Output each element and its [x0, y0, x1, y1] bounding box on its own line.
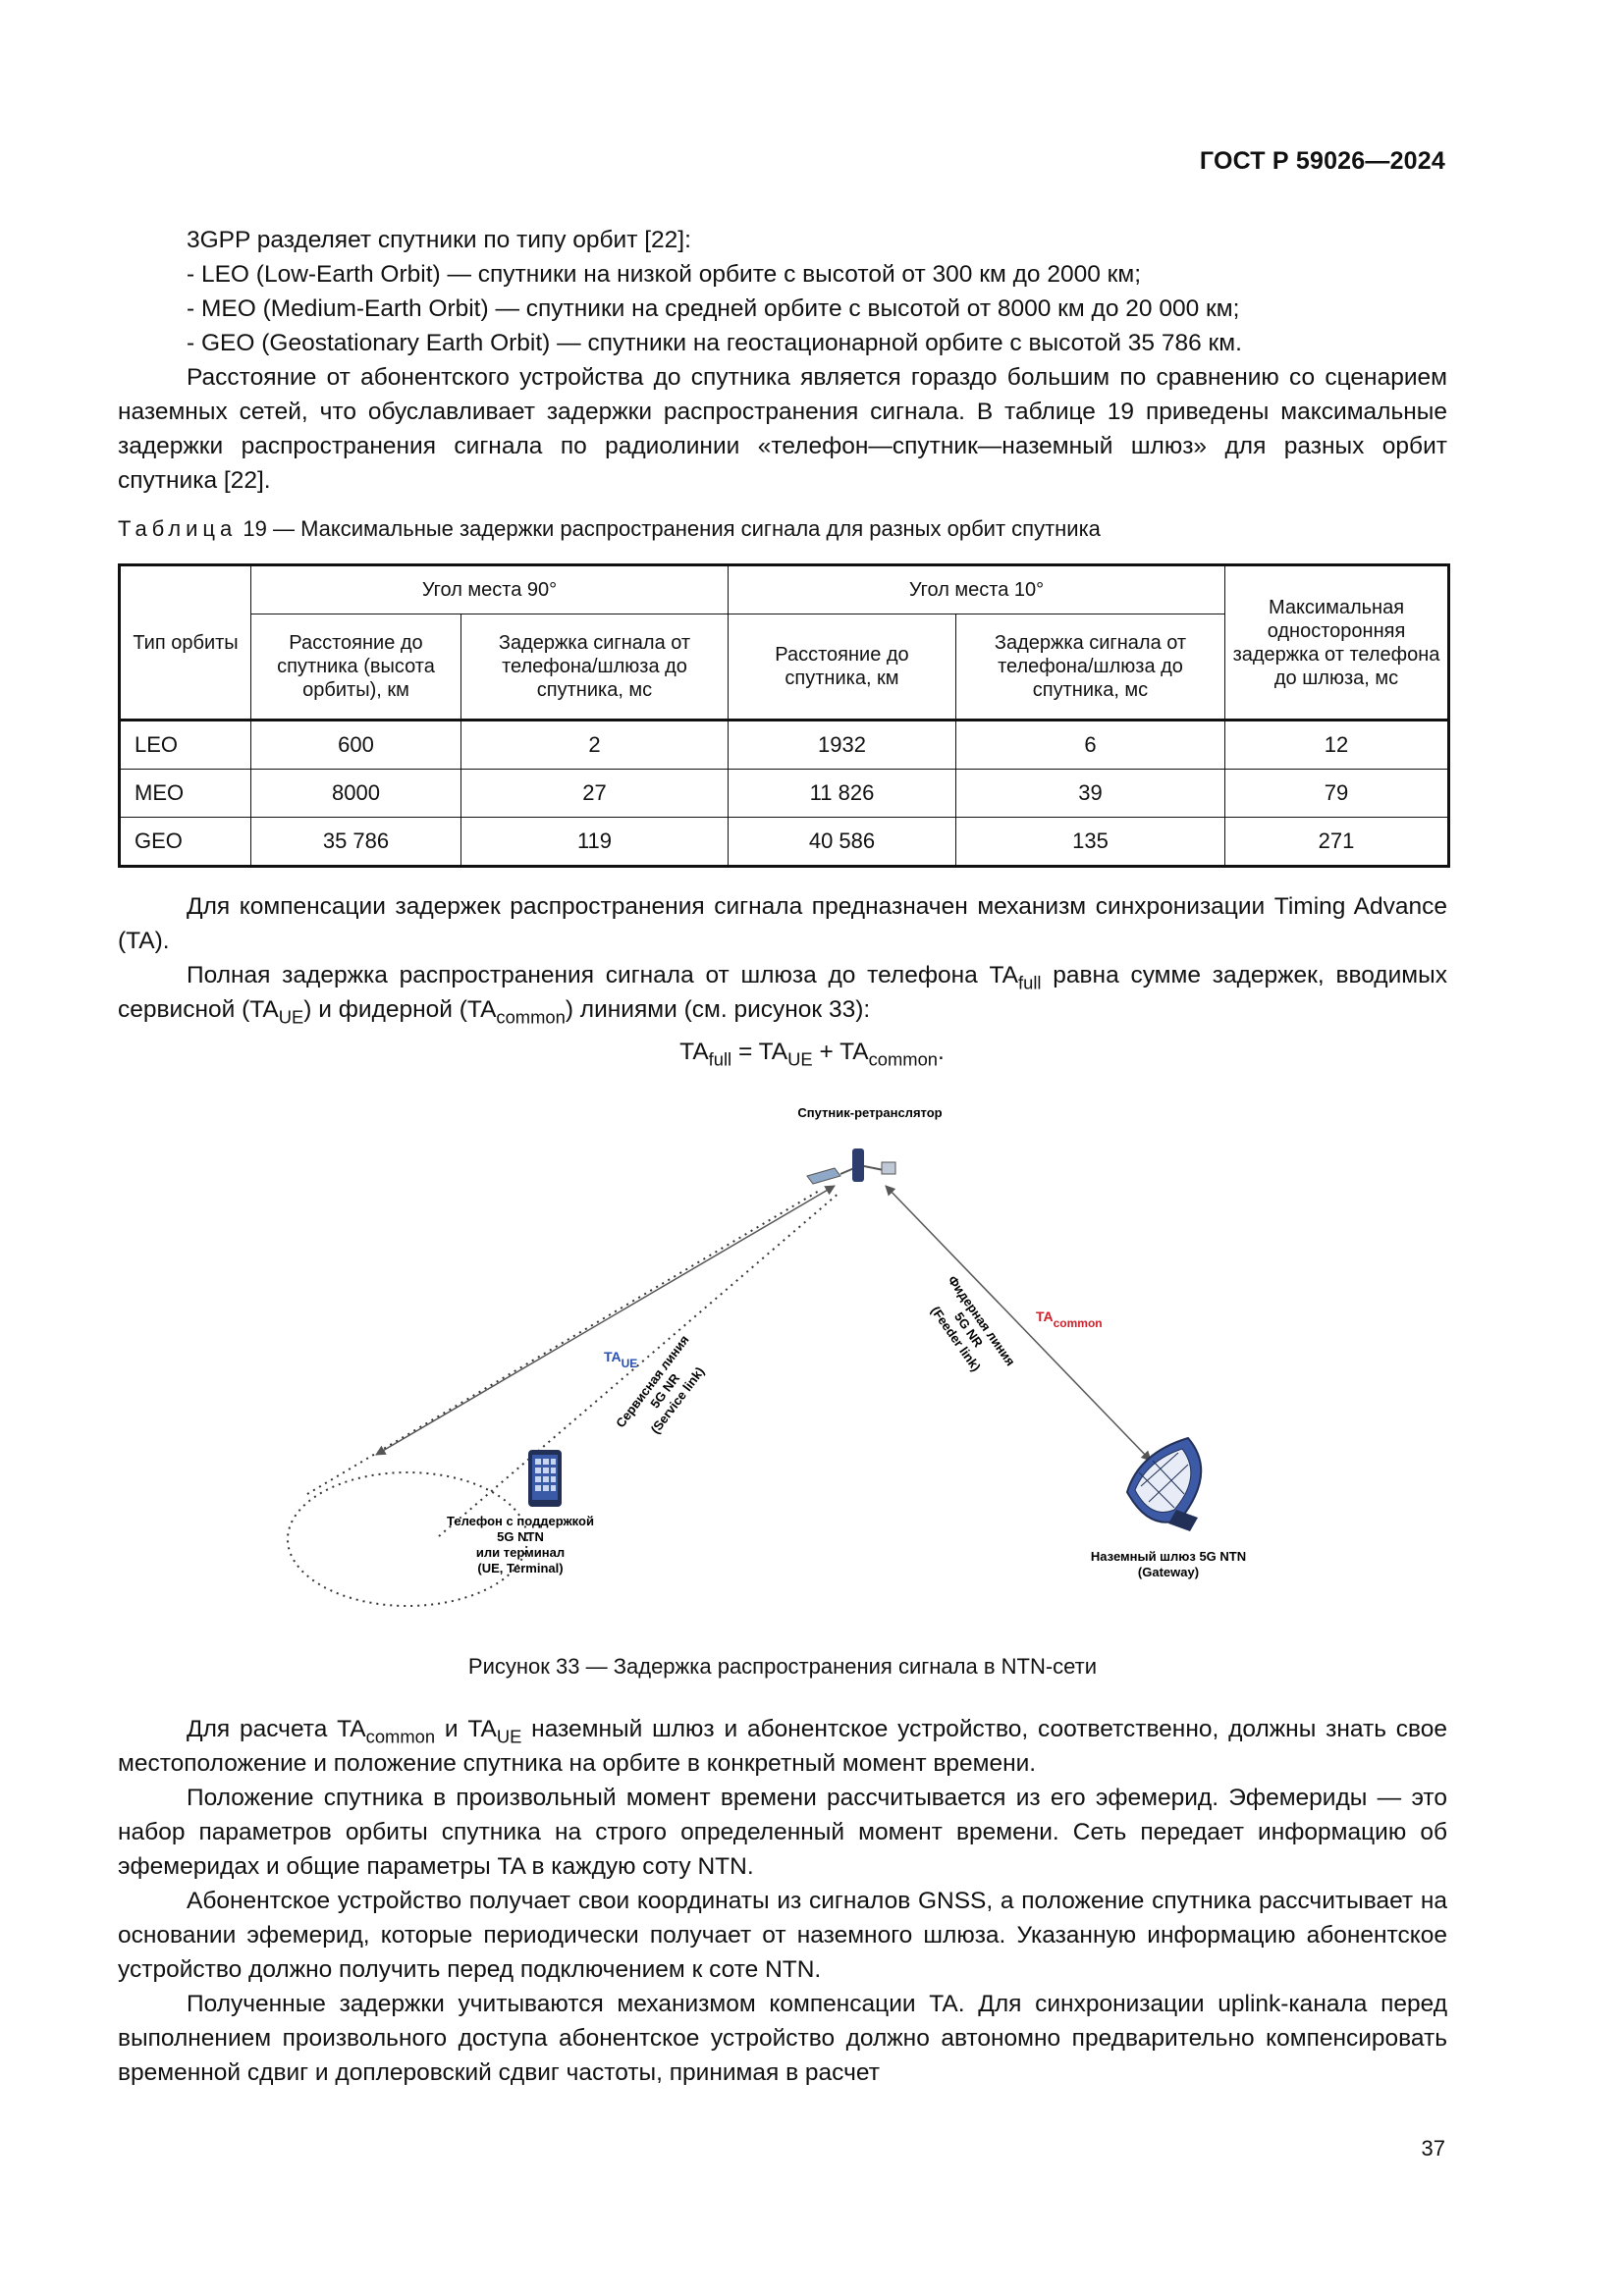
- cell-dist10: 40 586: [728, 817, 956, 867]
- text-fragment: + TA: [812, 1039, 869, 1065]
- cell-delay10: 6: [955, 719, 1225, 770]
- ta-ue-label: TAUE: [604, 1349, 637, 1370]
- cell-orbit: LEO: [119, 719, 251, 770]
- ntn-diagram: Спутник-ретранслятор TAUE TAcommon Серви…: [287, 1105, 1246, 1607]
- cell-max: 271: [1224, 817, 1449, 867]
- phone-label: Телефон с поддержкой 5G NTN или терминал…: [447, 1514, 594, 1575]
- table-caption-label: Таблица: [118, 516, 238, 541]
- compensation-paragraph: Полученные задержки учитываются механизм…: [118, 1991, 1447, 2086]
- header-dist-10: Расстояние до спутника, км: [728, 614, 956, 721]
- distance-paragraph: Расстояние от абонентского устройства до…: [118, 364, 1447, 494]
- ta-calc-paragraph: Для расчета TAcommon и TAUE наземный шлю…: [118, 1712, 1447, 1781]
- subscript: UE: [496, 1726, 522, 1747]
- cell-dist90: 8000: [250, 769, 461, 818]
- cell-dist90: 600: [250, 719, 461, 770]
- coverage-left-edge: [306, 1189, 822, 1495]
- table-row: MEO 8000 27 11 826 39 79: [119, 769, 1449, 818]
- phone-icon: [528, 1450, 562, 1507]
- phone-label-line: Телефон с поддержкой: [447, 1514, 594, 1528]
- phone-label-line: (UE, Terminal): [477, 1561, 563, 1575]
- full-delay-paragraph: Полная задержка распространения сигнала …: [118, 958, 1447, 1027]
- document-header: ГОСТ Р 59026—2024: [1199, 147, 1445, 175]
- subscript: common: [868, 1048, 939, 1070]
- header-angle-10: Угол места 10°: [728, 564, 1225, 614]
- subscript: common: [365, 1726, 436, 1747]
- ta-formula: TAfull = TAUE + TAcommon.: [0, 1039, 1624, 1070]
- ta-ue-main: TA: [604, 1349, 622, 1364]
- gateway-label-line: (Gateway): [1138, 1565, 1199, 1579]
- phone-label-line: или терминал: [476, 1545, 565, 1560]
- text-fragment: = TA: [731, 1039, 788, 1065]
- cell-dist10: 11 826: [728, 769, 956, 818]
- gnss-paragraph: Абонентское устройство получает свои коо…: [118, 1888, 1447, 1983]
- subscript: UE: [278, 1006, 304, 1028]
- intro-section: 3GPP разделяет спутники по типу орбит [2…: [118, 223, 1447, 498]
- table-row: LEO 600 2 1932 6 12: [119, 719, 1449, 770]
- text-fragment: Для расчета TA: [187, 1716, 366, 1742]
- subscript: common: [496, 1006, 566, 1028]
- text-fragment: ) и фидерной (TA: [303, 996, 497, 1023]
- table-caption-text: 19 — Максимальные задержки распространен…: [237, 516, 1101, 541]
- satellite-icon: [806, 1148, 896, 1185]
- text-fragment: TA: [679, 1039, 709, 1065]
- figure-caption: Рисунок 33 — Задержка распространения си…: [467, 1654, 1098, 1679]
- cell-orbit: GEO: [119, 817, 251, 867]
- text-fragment: ) линиями (см. рисунок 33):: [565, 996, 871, 1023]
- header-orbit-type: Тип орбиты: [119, 564, 251, 721]
- text-fragment: Полная задержка распространения сигнала …: [187, 962, 1019, 988]
- phone-label-line: 5G NTN: [497, 1529, 544, 1544]
- service-link-line: [375, 1185, 836, 1456]
- delay-table: Тип орбиты Угол места 90° Угол места 10°…: [118, 563, 1450, 868]
- cell-delay90: 119: [460, 817, 729, 867]
- text-fragment: наземный шлюз и абонентское устройство, …: [118, 1716, 1448, 1777]
- cell-delay10: 39: [955, 769, 1225, 818]
- header-delay-90: Задержка сигнала от телефона/шлюза до сп…: [460, 614, 729, 721]
- cell-dist90: 35 786: [250, 817, 461, 867]
- cell-max: 12: [1224, 719, 1449, 770]
- header-delay-10: Задержка сигнала от телефона/шлюза до сп…: [955, 614, 1225, 721]
- table-row: GEO 35 786 119 40 586 135 271: [119, 817, 1449, 867]
- page-number: 37: [1421, 2136, 1445, 2161]
- orbit-leo-line: - LEO (Low-Earth Orbit) — спутники на ни…: [187, 261, 1142, 288]
- orbit-geo-line: - GEO (Geostationary Earth Orbit) — спут…: [187, 330, 1242, 356]
- satellite-label: Спутник-ретранслятор: [797, 1105, 942, 1120]
- orbit-meo-line: - MEO (Medium-Earth Orbit) — спутники на…: [187, 295, 1240, 322]
- subscript: UE: [787, 1048, 813, 1070]
- ta-mechanism-paragraph: Для компенсации задержек распространения…: [118, 893, 1447, 954]
- header-angle-90: Угол места 90°: [250, 564, 729, 614]
- gateway-label-line: Наземный шлюз 5G NTN: [1091, 1549, 1246, 1564]
- orbit-intro-line: 3GPP разделяет спутники по типу орбит [2…: [187, 227, 691, 253]
- cell-max: 79: [1224, 769, 1449, 818]
- after-section: Для расчета TAcommon и TAUE наземный шлю…: [118, 1712, 1447, 2090]
- cell-delay90: 27: [460, 769, 729, 818]
- subscript: full: [708, 1048, 732, 1070]
- table-caption: Таблица 19 — Максимальные задержки распр…: [118, 516, 1101, 542]
- gateway-label: Наземный шлюз 5G NTN (Gateway): [1091, 1549, 1246, 1579]
- gateway-dish-icon: [1125, 1436, 1203, 1531]
- cell-orbit: MEO: [119, 769, 251, 818]
- text-fragment: и TA: [435, 1716, 497, 1742]
- ntn-delay-figure: Спутник-ретранслятор TAUE TAcommon Серви…: [285, 1099, 1345, 1610]
- service-link-label: Сервисная линия 5G NR (Service link): [613, 1332, 707, 1436]
- header-dist-90: Расстояние до спутника (высота орбиты), …: [250, 614, 461, 721]
- middle-section: Для компенсации задержек распространения…: [118, 889, 1447, 1027]
- ta-common-main: TA: [1036, 1308, 1054, 1324]
- coverage-area: [287, 1471, 528, 1607]
- subscript: full: [1018, 972, 1042, 993]
- text-fragment: .: [938, 1039, 945, 1065]
- ta-common-sub: common: [1054, 1316, 1103, 1330]
- cell-delay90: 2: [460, 719, 729, 770]
- cell-delay10: 135: [955, 817, 1225, 867]
- text-fragment: равна сумме задержек, вводимых сервисной…: [118, 962, 1447, 1023]
- ta-ue-sub: UE: [622, 1357, 638, 1370]
- feeder-link-label: Фидерная линия 5G NR (Feeder link): [928, 1273, 1018, 1374]
- feeder-link-line: [885, 1185, 1152, 1462]
- ta-common-label: TAcommon: [1036, 1308, 1103, 1330]
- cell-dist10: 1932: [728, 719, 956, 770]
- ephemeris-paragraph: Положение спутника в произвольный момент…: [118, 1785, 1447, 1880]
- header-max-delay: Максимальная односторонняя задержка от т…: [1224, 564, 1449, 721]
- coverage-right-edge: [438, 1191, 841, 1537]
